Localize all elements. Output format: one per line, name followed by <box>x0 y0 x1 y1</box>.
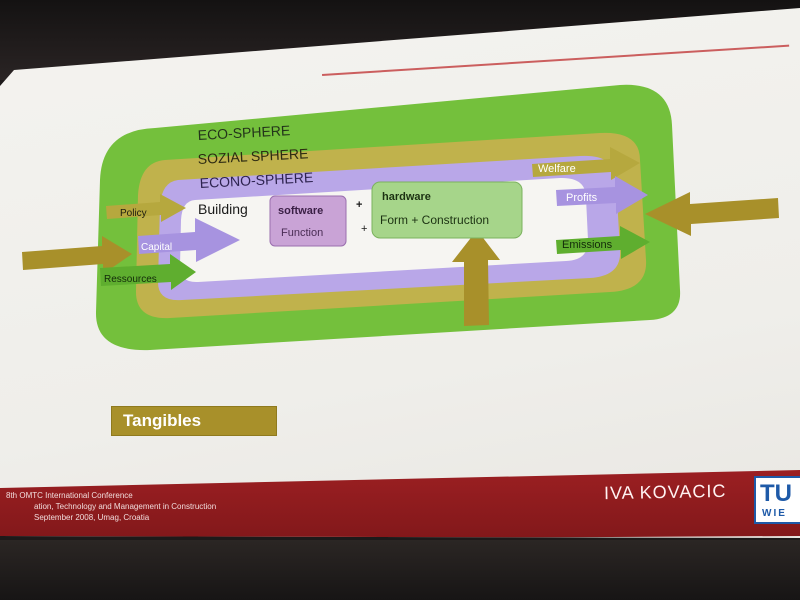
profits-arrow <box>556 176 648 214</box>
policy-label: Policy <box>120 208 147 219</box>
building-label: Building <box>198 201 248 217</box>
conference-line-2: ation, Technology and Management in Cons… <box>34 502 217 511</box>
room-background-bottom <box>0 540 800 600</box>
ressources-green-arrow <box>100 254 196 290</box>
logo-sub-text: WIE <box>762 508 787 519</box>
university-logo: TU WIE <box>754 476 800 524</box>
emissions-arrow <box>556 226 650 259</box>
emissions-label: Emissions <box>562 239 613 251</box>
logo-main-text: TU <box>760 480 792 507</box>
software-label: software <box>278 205 323 217</box>
econo-sphere-label: ECONO-SPHERE <box>199 169 313 191</box>
plus-sign-bottom: + <box>361 223 367 235</box>
conference-line-3: September 2008, Umag, Croatia <box>34 513 150 522</box>
hardware-input-arrow <box>452 230 500 326</box>
capital-label: Capital <box>141 242 172 253</box>
profits-label: Profits <box>566 192 598 204</box>
policy-arrow <box>106 194 186 222</box>
ressources-label: Ressources <box>104 274 157 285</box>
welfare-arrow <box>532 147 640 180</box>
conference-line-1: 8th OMTC International Conference <box>6 491 133 500</box>
hardware-box <box>371 181 523 239</box>
hardware-label: hardware <box>382 191 431 203</box>
tangibles-label: Tangibles <box>123 411 202 430</box>
software-box <box>269 195 347 247</box>
sozial-sphere-label: SOZIAL SPHERE <box>197 145 308 167</box>
welfare-label: Welfare <box>538 163 576 175</box>
external-input-arrow-right <box>645 192 779 236</box>
author-name: IVA KOVACIC <box>603 480 727 504</box>
form-construction-label: Form + Construction <box>380 213 489 227</box>
tangibles-badge: Tangibles <box>111 406 277 436</box>
eco-sphere-label: ECO-SPHERE <box>197 122 290 143</box>
plus-sign-top: + <box>356 199 362 211</box>
function-label: Function <box>281 227 323 239</box>
capital-arrow <box>138 218 240 262</box>
ressources-input-arrow <box>22 236 132 274</box>
conference-info: 8th OMTC International Conference ation,… <box>6 490 216 523</box>
